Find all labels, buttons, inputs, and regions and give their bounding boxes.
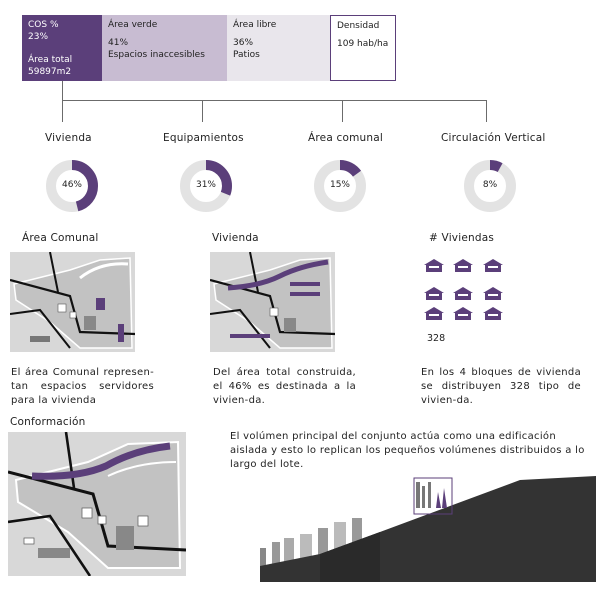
house-icon <box>453 307 473 320</box>
cos-box: COS % 23% Área total 59897m2 <box>22 15 102 81</box>
house-icon <box>424 307 444 320</box>
donut-circulacion <box>464 160 516 212</box>
green-area-box: Área verde 41% Espacios inaccesibles <box>102 15 227 81</box>
section-title-vivienda: Vivienda <box>212 232 259 244</box>
tower-structure <box>413 477 453 515</box>
connector-equipamientos <box>202 100 203 122</box>
category-label-equipamientos: Equipamientos <box>163 132 244 144</box>
donut-comunal <box>314 160 366 212</box>
viviendas-text: En los 4 bloques de vivienda se distribu… <box>421 367 581 406</box>
vivienda-text: Del área total construida, el 46% es des… <box>213 367 356 406</box>
comunal-text: El área Comunal represen-tan espacios se… <box>11 367 154 406</box>
category-label-vivienda: Vivienda <box>45 132 92 144</box>
house-icon <box>453 259 473 272</box>
free-area-value: 36% <box>233 38 254 48</box>
cos-value: 23% <box>28 32 49 42</box>
house-icon <box>424 259 444 272</box>
conformacion-text: El volúmen principal del conjunto actúa … <box>230 431 585 470</box>
site-plan-conformacion <box>8 432 186 576</box>
house-icon <box>453 287 473 300</box>
green-area-title: Área verde <box>108 20 158 30</box>
house-icon <box>424 287 444 300</box>
green-area-value: 41% <box>108 38 129 48</box>
free-area-box: Área libre 36% Patios <box>227 15 330 81</box>
donut-value-circulacion: 8% <box>482 180 498 190</box>
house-icon <box>483 287 503 300</box>
free-area-desc: Patios <box>233 50 260 60</box>
section-title-comunal: Área Comunal <box>22 232 99 244</box>
category-label-circulacion: Circulación Vertical <box>441 132 546 144</box>
house-icon <box>483 307 503 320</box>
cos-title: COS % <box>28 20 59 30</box>
housing-count: 328 <box>427 333 446 344</box>
section-title-viviendas: # Viviendas <box>429 232 495 244</box>
total-area-label: Área total <box>28 55 73 65</box>
donut-equipamientos <box>180 160 232 212</box>
section-title-conformacion: Conformación <box>10 416 86 428</box>
connector-vivienda <box>62 100 63 122</box>
site-plan-comunal <box>10 252 135 352</box>
donut-vivienda <box>46 160 98 212</box>
connector-comunal <box>342 100 343 122</box>
house-icon <box>483 259 503 272</box>
category-label-comunal: Área comunal <box>308 132 383 144</box>
connector-circulacion <box>486 100 487 122</box>
connector-main <box>62 81 63 101</box>
free-area-title: Área libre <box>233 20 277 30</box>
density-value: 109 hab/ha <box>337 39 389 49</box>
site-plan-vivienda <box>210 252 335 352</box>
terrain-section <box>260 476 596 582</box>
density-title: Densidad <box>337 21 380 31</box>
donut-value-vivienda: 46% <box>61 180 82 190</box>
donut-value-comunal: 15% <box>329 180 350 190</box>
density-box: Densidad 109 hab/ha <box>330 15 396 81</box>
connector-horizontal <box>62 100 486 101</box>
green-area-desc: Espacios inaccesibles <box>108 50 205 60</box>
total-area-value: 59897m2 <box>28 67 72 77</box>
donut-value-equipamientos: 31% <box>195 180 216 190</box>
